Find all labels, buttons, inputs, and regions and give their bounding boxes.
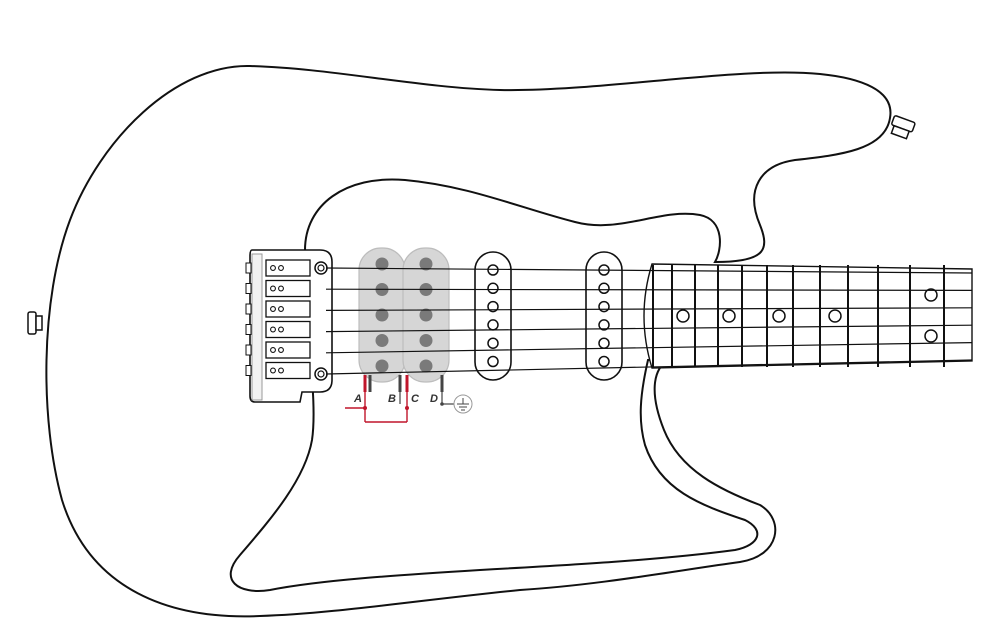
string-5 <box>325 342 973 354</box>
saddle-spring <box>245 365 252 376</box>
fretboard <box>643 263 973 369</box>
humbucker-poles <box>375 257 433 373</box>
saddle <box>265 259 311 277</box>
string-3 <box>325 307 973 311</box>
tremolo-bridge <box>245 249 333 403</box>
saddle-screw <box>270 367 276 374</box>
string-1 <box>325 267 973 274</box>
fret-inlay <box>828 309 842 323</box>
lead-label-b: B <box>388 393 396 405</box>
saddle <box>265 300 311 318</box>
saddle <box>265 341 311 359</box>
saddle-screw <box>278 306 284 312</box>
saddle-screw <box>278 367 284 374</box>
lead-label-a: A <box>353 393 362 405</box>
humbucker-pole <box>419 359 433 373</box>
saddle-screw <box>278 347 284 353</box>
neck-single-coil <box>585 251 623 381</box>
humbucker-pole <box>419 257 433 271</box>
saddle-spring <box>245 324 252 335</box>
strings <box>325 267 973 375</box>
fret-inlay <box>676 309 690 323</box>
string-6 <box>325 359 973 375</box>
humbucker-pole <box>419 308 433 322</box>
single-coil-pole <box>598 300 610 313</box>
saddle-spring <box>245 262 252 274</box>
saddle-screw <box>270 347 276 353</box>
humbucker-pole <box>375 308 389 322</box>
single-coil-pole <box>487 264 499 276</box>
saddle-screw <box>278 265 284 271</box>
saddle-spring <box>245 283 252 294</box>
guitar-body-outline <box>45 64 892 618</box>
fret-inlay <box>772 309 786 323</box>
strap-button-left <box>27 311 43 335</box>
lead-label-c: C <box>411 393 420 405</box>
saddle-screw <box>278 326 284 333</box>
single-coil-pole <box>487 319 499 331</box>
saddle-spring <box>245 344 252 356</box>
fret-inlay-double <box>924 329 938 343</box>
frets <box>652 265 945 367</box>
string-2 <box>325 288 973 291</box>
saddle <box>265 361 311 380</box>
bridge-humbucker <box>358 247 450 383</box>
single-coil-pole <box>598 355 610 368</box>
fret-inlays <box>676 288 938 343</box>
single-coil-pole <box>487 300 499 313</box>
bridge-saddles <box>245 259 311 380</box>
string-4 <box>325 324 973 333</box>
middle-single-coil <box>474 251 512 381</box>
saddle <box>265 279 311 298</box>
fret-inlay-double <box>924 288 938 302</box>
saddle-screw <box>270 326 276 333</box>
humbucker-pole <box>375 359 389 373</box>
strap-button-top <box>890 115 916 140</box>
single-coil-pole <box>598 319 610 331</box>
single-coil-pole <box>598 282 610 295</box>
single-coil-pole <box>487 337 499 349</box>
single-coil-pole <box>487 282 499 295</box>
humbucker-pole <box>419 334 433 347</box>
ground-icon <box>453 394 473 414</box>
saddle <box>265 320 311 339</box>
fret-inlay <box>722 309 736 323</box>
saddle-screw <box>270 285 276 292</box>
saddle-screw <box>270 265 276 271</box>
single-coil-pole <box>598 337 610 349</box>
single-coil-pole <box>487 355 499 368</box>
humbucker-pole <box>375 257 389 271</box>
saddle-screw <box>270 306 276 312</box>
lead-label-d: D <box>430 393 438 405</box>
humbucker-pole <box>375 334 389 347</box>
saddle-spring <box>245 303 252 315</box>
saddle-screw <box>278 285 284 292</box>
